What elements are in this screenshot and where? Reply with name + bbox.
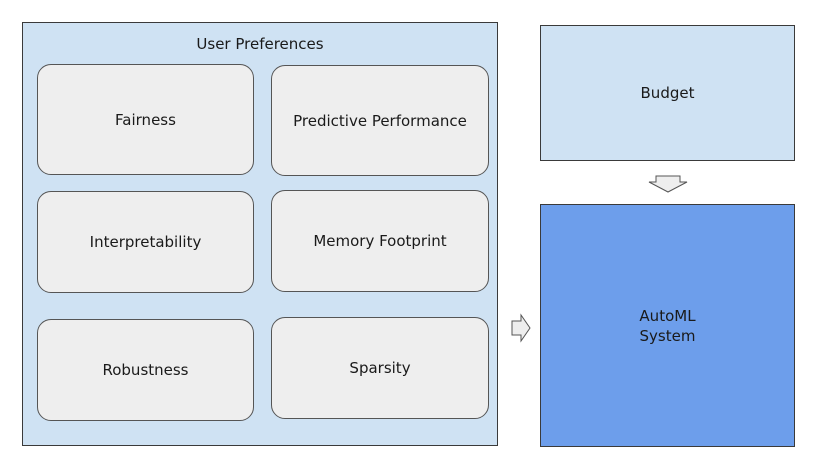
- preference-memory-footprint: Memory Footprint: [271, 190, 489, 292]
- automl-label-line1: AutoML: [639, 306, 696, 325]
- right-arrow-icon: [511, 313, 531, 343]
- budget-label: Budget: [640, 84, 695, 102]
- automl-label-line2: System: [639, 326, 696, 345]
- preference-interpretability: Interpretability: [37, 191, 254, 293]
- preference-sparsity: Sparsity: [271, 317, 489, 419]
- budget-box: Budget: [540, 25, 795, 161]
- preference-predictive-performance: Predictive Performance: [271, 65, 489, 176]
- preference-robustness: Robustness: [37, 319, 254, 421]
- down-arrow-icon: [648, 175, 688, 193]
- user-preferences-title: User Preferences: [196, 35, 324, 53]
- preference-fairness: Fairness: [37, 64, 254, 175]
- automl-system-box: AutoML System: [540, 204, 795, 447]
